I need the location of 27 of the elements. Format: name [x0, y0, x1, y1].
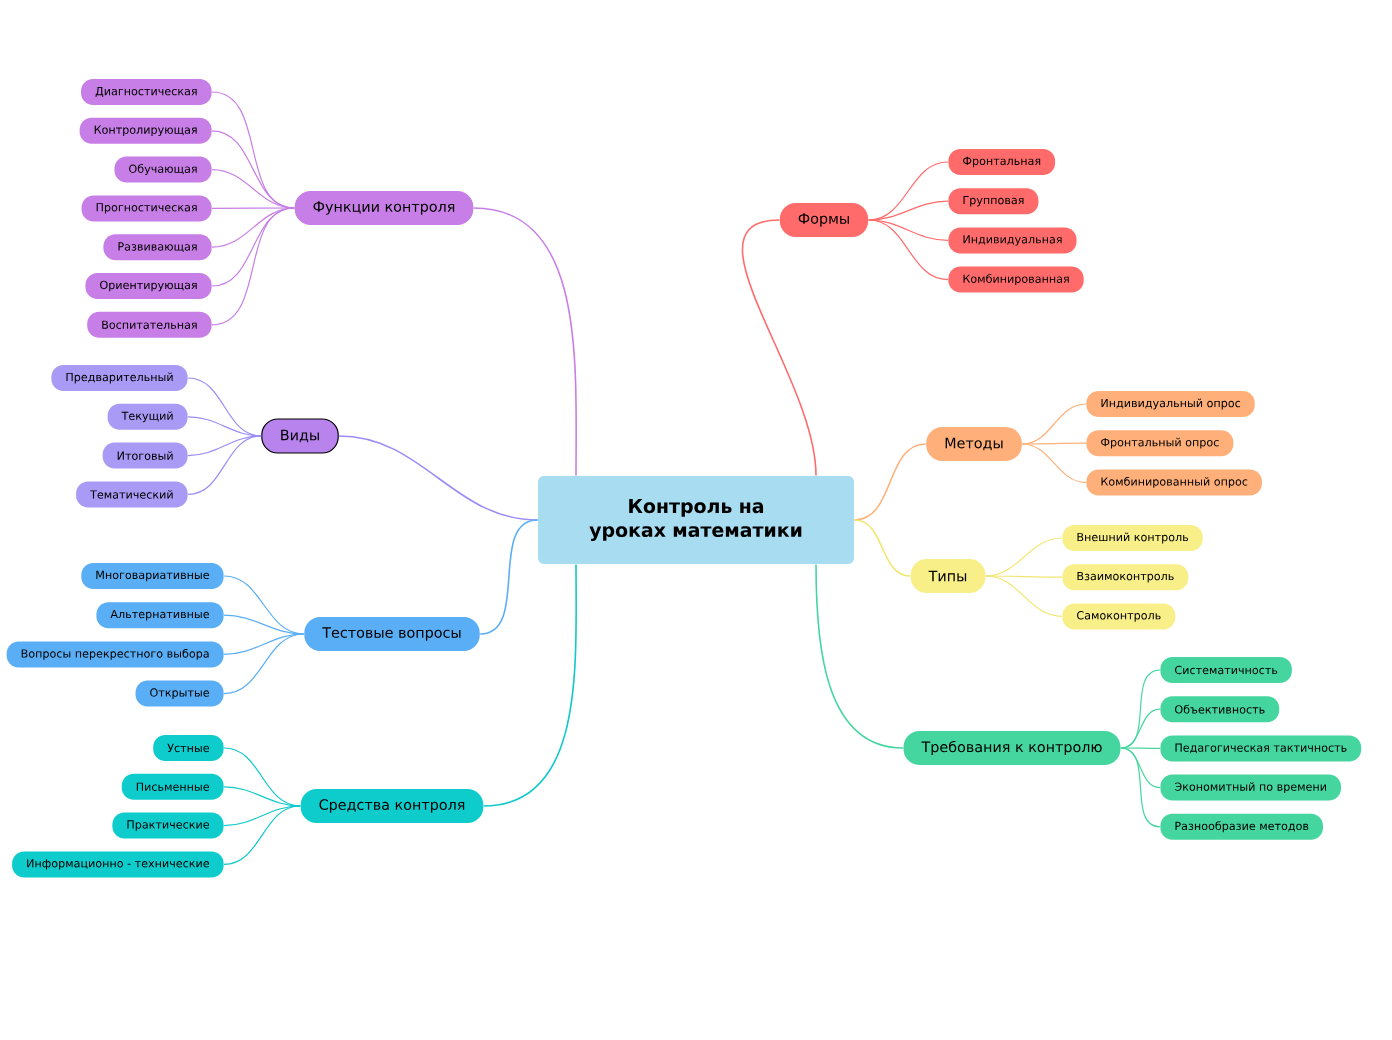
connector-line [815, 563, 904, 749]
connector-line [1021, 443, 1087, 483]
connector-line [211, 207, 295, 209]
connector-line [223, 786, 301, 807]
connector-line [472, 207, 577, 477]
connector-line [479, 519, 539, 635]
connector-line [211, 207, 295, 326]
connector-line [853, 519, 911, 577]
connector-line [338, 435, 539, 521]
connector-line [868, 219, 949, 281]
connector-line [223, 633, 305, 695]
connector-line [853, 443, 927, 521]
connector-line [985, 575, 1063, 617]
connector-line [483, 563, 577, 807]
connector-line [187, 435, 262, 495]
connector-line [187, 435, 262, 457]
connector-line [223, 805, 301, 865]
connector-line [1120, 708, 1161, 749]
connector-line [223, 614, 305, 635]
connector-line [1120, 747, 1161, 828]
connector-line [985, 575, 1063, 578]
connector-line [868, 200, 949, 221]
connector-line [741, 219, 817, 477]
connector-line [1120, 747, 1161, 749]
central-topic-box: Контроль на уроках математики [538, 476, 854, 564]
connector-line [187, 416, 262, 437]
connector-line [1021, 442, 1087, 445]
